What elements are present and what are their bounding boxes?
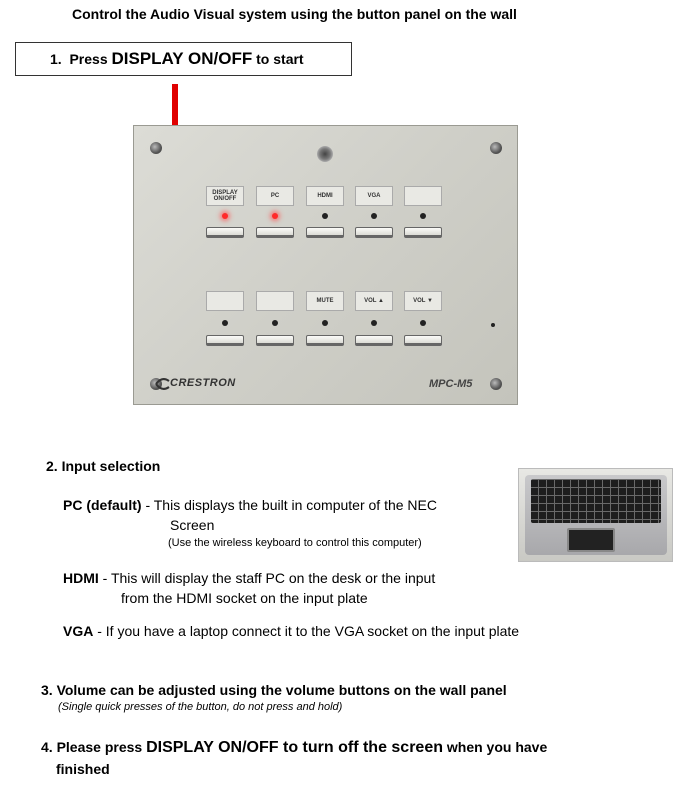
page-heading: Control the Audio Visual system using th… <box>72 6 517 22</box>
led-display <box>222 213 228 219</box>
blank-button[interactable] <box>404 227 442 238</box>
hdmi-text: - This will display the staff PC on the … <box>98 570 436 586</box>
panel-label-blank <box>404 186 442 206</box>
pc-button[interactable] <box>256 227 294 238</box>
hdmi-text-line2: from the HDMI socket on the input plate <box>121 590 368 606</box>
crestron-logo-icon <box>155 378 170 390</box>
step-4-line2: finished <box>56 761 110 777</box>
display-on-off-button[interactable] <box>206 227 244 238</box>
vga-description: VGA - If you have a laptop connect it to… <box>63 623 519 639</box>
screw-icon <box>150 142 162 154</box>
vga-label: VGA <box>63 623 94 639</box>
vga-text: - If you have a laptop connect it to the… <box>93 623 520 639</box>
model-number: MPC-M5 <box>429 378 473 390</box>
step-4-suffix: when you have <box>443 739 548 755</box>
pc-description: PC (default) - This displays the built i… <box>63 497 437 513</box>
crestron-wall-panel: DISPLAY ON/OFF PC HDMI VGA MUTE VOL ▲ VO… <box>133 125 518 405</box>
led-vol-down <box>420 320 426 326</box>
panel-label-mute: MUTE <box>306 291 344 311</box>
panel-label-blank <box>256 291 294 311</box>
led-vga <box>371 213 377 219</box>
panel-label-blank <box>206 291 244 311</box>
led-mute <box>322 320 328 326</box>
led-pc <box>272 213 278 219</box>
led <box>272 320 278 326</box>
led-hdmi <box>322 213 328 219</box>
hdmi-button[interactable] <box>306 227 344 238</box>
screw-icon <box>490 142 502 154</box>
blank-button[interactable] <box>256 335 294 346</box>
screw-icon <box>490 378 502 390</box>
hdmi-label: HDMI <box>63 570 99 586</box>
pc-text: - This displays the built in computer of… <box>141 497 437 513</box>
step-1-suffix: to start <box>252 51 304 67</box>
volume-down-button[interactable] <box>404 335 442 346</box>
sensor-icon <box>317 146 333 162</box>
step-4-prefix: 4. Please press <box>41 739 147 755</box>
wireless-keyboard-image <box>518 468 673 562</box>
step-1-emphasis: DISPLAY ON/OFF <box>111 49 253 68</box>
led <box>222 320 228 326</box>
panel-label-vol-up: VOL ▲ <box>355 291 393 311</box>
panel-label-pc: PC <box>256 186 294 206</box>
step-3-note: (Single quick presses of the button, do … <box>58 701 343 713</box>
brand-name: CRESTRON <box>170 377 236 389</box>
panel-label-vol-down: VOL ▼ <box>404 291 442 311</box>
mute-button[interactable] <box>306 335 344 346</box>
step-3-title: 3. Volume can be adjusted using the volu… <box>41 682 507 698</box>
pc-note: (Use the wireless keyboard to control th… <box>168 537 422 549</box>
panel-label-display: DISPLAY ON/OFF <box>206 186 244 206</box>
keyboard-touchpad <box>567 528 615 552</box>
step-2-title: 2. Input selection <box>46 458 161 474</box>
keyboard-keys <box>531 479 661 523</box>
panel-label-hdmi: HDMI <box>306 186 344 206</box>
volume-up-button[interactable] <box>355 335 393 346</box>
indicator-dot <box>491 323 495 327</box>
led-vol-up <box>371 320 377 326</box>
panel-label-vga: VGA <box>355 186 393 206</box>
step-4-line1: 4. Please press DISPLAY ON/OFF to turn o… <box>41 739 547 757</box>
pc-text-line2: Screen <box>170 517 215 533</box>
pc-label: PC (default) <box>63 497 142 513</box>
step-1-box: 1. Press DISPLAY ON/OFF to start <box>15 42 352 76</box>
blank-button[interactable] <box>206 335 244 346</box>
step-1-prefix: 1. Press <box>50 51 112 67</box>
step-4-emphasis: DISPLAY ON/OFF to turn off the screen <box>146 739 443 756</box>
vga-button[interactable] <box>355 227 393 238</box>
hdmi-description: HDMI - This will display the staff PC on… <box>63 570 435 586</box>
led-blank <box>420 213 426 219</box>
